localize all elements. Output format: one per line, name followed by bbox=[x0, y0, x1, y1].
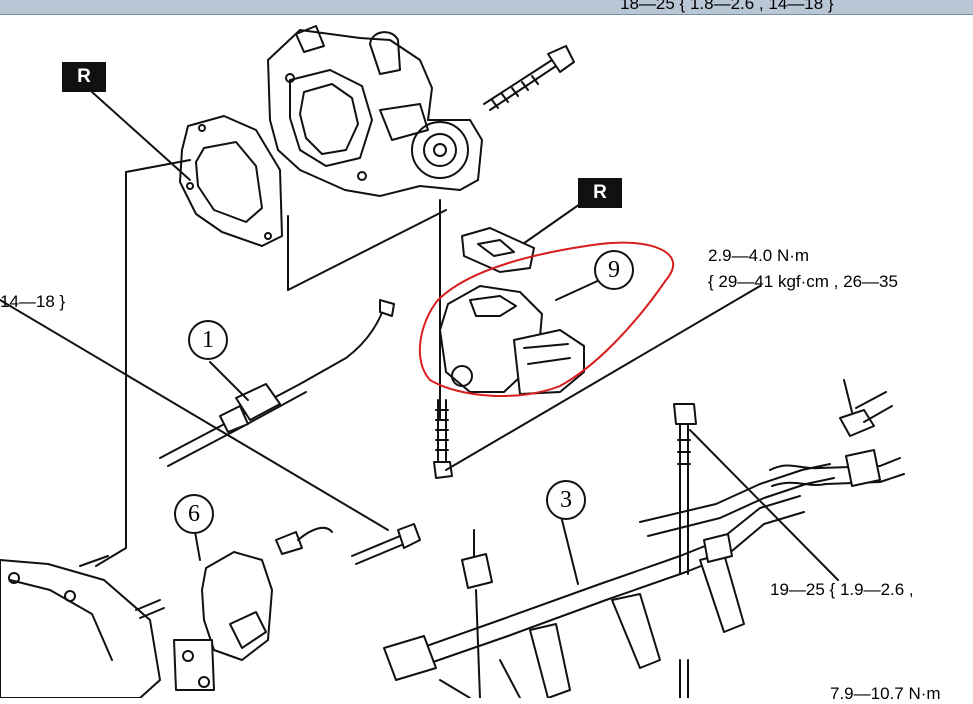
connector bbox=[461, 529, 493, 698]
fuel-rail bbox=[383, 463, 835, 698]
torque-label-nm: 2.9—4.0 N·m bbox=[708, 246, 810, 265]
throttle-body bbox=[267, 25, 483, 197]
torque-label-bottom: 7.9—10.7 N·m bbox=[830, 684, 941, 703]
throttle-position-sensor bbox=[173, 525, 333, 691]
reuse-badge-mid: R bbox=[578, 178, 622, 208]
throttle-cable bbox=[159, 299, 395, 467]
torque-label-right: 19—25 { 1.9—2.6 , bbox=[770, 580, 914, 599]
gasket bbox=[179, 115, 283, 247]
torque-label-top: 18—25 { 1.8—2.6 , 14—18 } bbox=[620, 0, 834, 13]
injector bbox=[529, 533, 745, 698]
highlight-circle bbox=[418, 241, 674, 398]
bolt-icon bbox=[483, 45, 575, 111]
idle-air-control-valve bbox=[439, 285, 585, 395]
bolt-icon bbox=[351, 523, 421, 565]
callout-1: 1 bbox=[188, 320, 228, 360]
fuel-hose bbox=[769, 379, 905, 487]
callout-9: 9 bbox=[594, 250, 634, 290]
torque-label-kgf: { 29—41 kgf·cm , 26—35 bbox=[708, 272, 898, 291]
bolt-icon bbox=[673, 403, 697, 698]
callout-3: 3 bbox=[546, 480, 586, 520]
callout-6: 6 bbox=[174, 494, 214, 534]
reuse-badge-top: R bbox=[62, 62, 106, 92]
intake-manifold bbox=[0, 555, 165, 698]
window-title-bar bbox=[0, 0, 973, 15]
bolt-icon bbox=[433, 399, 453, 479]
torque-label-left: 14—18 } bbox=[0, 292, 66, 311]
